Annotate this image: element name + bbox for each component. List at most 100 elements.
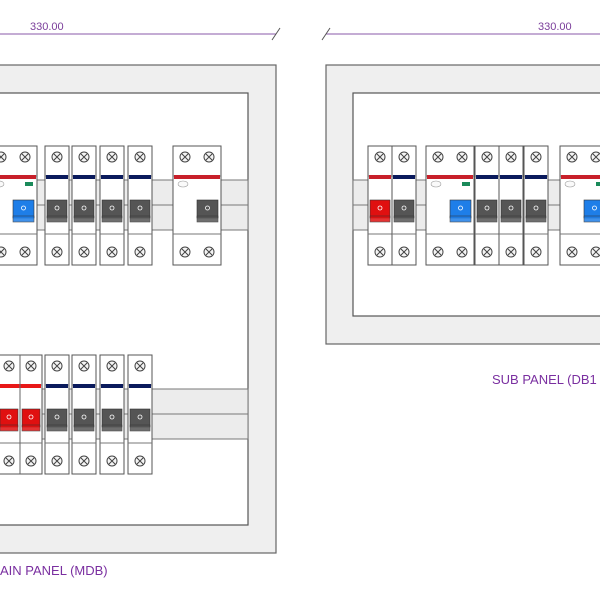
breaker-color-bar <box>427 175 473 179</box>
screw-cross <box>434 153 442 161</box>
toggle-lever <box>129 408 151 428</box>
screw-cross <box>5 362 13 370</box>
screw-cross <box>136 248 144 256</box>
toggle-dot <box>109 414 115 420</box>
rcbo-sub-2 <box>559 145 600 266</box>
indicator-window <box>430 180 442 188</box>
breaker-color-bar <box>393 175 415 179</box>
breaker-color-bar <box>0 175 36 179</box>
toggle-lever <box>500 199 522 219</box>
screw-cross <box>136 153 144 161</box>
toggle-lever-base <box>393 215 415 223</box>
screw-cross <box>532 248 540 256</box>
toggle-dot <box>81 205 87 211</box>
toggle-lever-base <box>101 215 123 223</box>
screw-cross <box>21 248 29 256</box>
toggle-lever-base <box>129 215 151 223</box>
screw-cross <box>507 153 515 161</box>
rcbo-sub-1 <box>425 145 475 266</box>
screw-cross <box>0 248 5 256</box>
breaker-color-bar <box>101 175 123 179</box>
screw-cross <box>181 153 189 161</box>
toggle-dot <box>21 205 26 211</box>
mcb-sub-red <box>367 145 393 266</box>
screw-cross <box>507 248 515 256</box>
toggle-lever-base <box>196 215 219 223</box>
sub-width-dimension: 330.00 <box>538 21 572 33</box>
screw-cross <box>21 153 29 161</box>
toggle-lever <box>369 199 391 219</box>
toggle-lever-base <box>12 215 35 223</box>
toggle-lever-base <box>21 424 41 432</box>
mcb-main-top-2 <box>71 145 97 266</box>
breaker-color-bar <box>73 175 95 179</box>
breaker-color-bar <box>500 175 522 179</box>
toggle-dot <box>458 205 463 211</box>
mcb-sub-2 <box>474 145 500 266</box>
screw-cross <box>108 457 116 465</box>
toggle-dot <box>28 414 34 420</box>
screw-cross <box>27 457 35 465</box>
toggle-dot <box>137 414 143 420</box>
screw-cross <box>5 457 13 465</box>
breaker-color-bar <box>73 384 95 388</box>
toggle-dot <box>377 205 383 211</box>
mcb-main-bottom-4 <box>127 354 153 475</box>
screw-cross <box>53 457 61 465</box>
screw-cross <box>0 153 5 161</box>
screw-cross <box>27 362 35 370</box>
toggle-lever <box>46 408 68 428</box>
toggle-lever-base <box>73 424 95 432</box>
screw-cross <box>136 362 144 370</box>
screw-cross <box>80 248 88 256</box>
indicator-window <box>564 180 576 188</box>
mcb-main-bottom-1 <box>44 354 70 475</box>
screw-cross <box>483 248 491 256</box>
mcb-main-bottom-2 <box>71 354 97 475</box>
toggle-lever-base <box>476 215 498 223</box>
toggle-lever-base <box>525 215 547 223</box>
screw-cross <box>205 248 213 256</box>
test-indicator <box>596 182 600 186</box>
breaker-color-bar <box>174 175 220 179</box>
breaker-color-bar <box>525 175 547 179</box>
toggle-lever-base <box>0 424 19 432</box>
toggle-lever <box>101 199 123 219</box>
screw-cross <box>80 457 88 465</box>
breaker-color-bar <box>561 175 600 179</box>
screw-cross <box>136 457 144 465</box>
toggle-lever-base <box>46 424 68 432</box>
screw-cross <box>400 153 408 161</box>
breaker-color-bar <box>46 175 68 179</box>
toggle-dot <box>484 205 490 211</box>
mcb-main-top-4 <box>127 145 153 266</box>
mcb-main-bottom-3 <box>99 354 125 475</box>
toggle-lever-base <box>369 215 391 223</box>
screw-cross <box>434 248 442 256</box>
toggle-dot <box>401 205 407 211</box>
breaker-color-bar <box>101 384 123 388</box>
screw-cross <box>568 248 576 256</box>
main-panel <box>0 64 277 554</box>
screw-cross <box>592 248 600 256</box>
breaker-color-bar <box>129 175 151 179</box>
screw-icon <box>0 151 7 163</box>
test-indicator <box>462 182 470 186</box>
toggle-lever-base <box>583 215 600 223</box>
screw-cross <box>181 248 189 256</box>
isolator-4pole-main <box>0 354 43 475</box>
toggle-lever <box>476 199 498 219</box>
toggle-lever <box>46 199 68 219</box>
toggle-lever-base <box>500 215 522 223</box>
toggle-dot <box>137 205 143 211</box>
toggle-dot <box>6 414 12 420</box>
screw-cross <box>458 248 466 256</box>
screw-cross <box>483 153 491 161</box>
screw-cross <box>80 362 88 370</box>
dimension-lines <box>0 27 600 41</box>
screw-cross <box>458 153 466 161</box>
rcbo-main-top <box>0 145 38 266</box>
mcb-sub-4 <box>523 145 549 266</box>
toggle-lever <box>129 199 151 219</box>
